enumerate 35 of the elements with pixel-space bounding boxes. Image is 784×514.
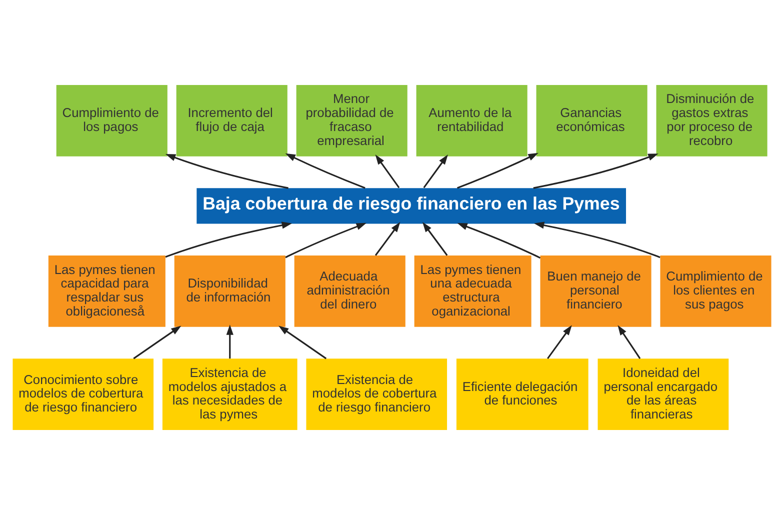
arrow — [165, 221, 292, 258]
arrow — [375, 154, 400, 188]
node-box: Disponibilidad de información — [174, 255, 286, 326]
arrow — [285, 152, 366, 188]
arrow — [165, 154, 288, 188]
arrow — [457, 222, 541, 258]
node-box: Baja cobertura de riesgo financiero en las Pymes — [196, 188, 626, 224]
node-box: Cumplimiento de los pagos — [56, 84, 168, 156]
node-box: Eficiente delegación de funciones — [456, 358, 588, 430]
node-box: Aumento de la rentabilidad — [416, 84, 528, 156]
arrow — [226, 324, 234, 358]
arrow — [618, 324, 641, 358]
arrow — [285, 222, 367, 258]
node-box: Cumplimiento de los clientes en sus pagos — [660, 255, 772, 326]
arrow — [133, 325, 182, 359]
node-box: Las pymes tienen capacidad para respaldar sus obligacioneså — [48, 255, 166, 326]
node-box: Ganancias económicas — [536, 84, 648, 156]
arrow — [547, 324, 572, 358]
node-box: Incremento del flujo de caja — [176, 84, 288, 156]
arrow — [456, 152, 538, 188]
node-box: Disminución de gastos extras por proceso de recobro — [656, 84, 768, 156]
arrow — [423, 154, 448, 188]
arrow — [533, 153, 658, 188]
node-box: Idoneidad del personal encargado de las áreas financieras — [598, 358, 729, 430]
node-box: Existencia de modelos de cobertura de riesgo financiero — [306, 358, 448, 430]
arrow — [422, 221, 448, 256]
node-box: Adecuada administración del dinero — [294, 255, 406, 326]
node-box: Menor probabilidad de fracaso empresarial — [296, 84, 408, 156]
node-box: Buen manejo de personal financiero — [540, 255, 652, 326]
node-box: Existencia de modelos ajustados a las necesidades de las pymes — [162, 358, 298, 430]
arrow — [534, 221, 660, 258]
arrow — [278, 325, 327, 359]
node-box: Las pymes tienen una adecuada estructura oganizacional — [414, 255, 532, 326]
arrow — [374, 221, 400, 256]
node-box: Conocimiento sobre modelos de cobertura de riesgo financiero — [12, 358, 154, 430]
